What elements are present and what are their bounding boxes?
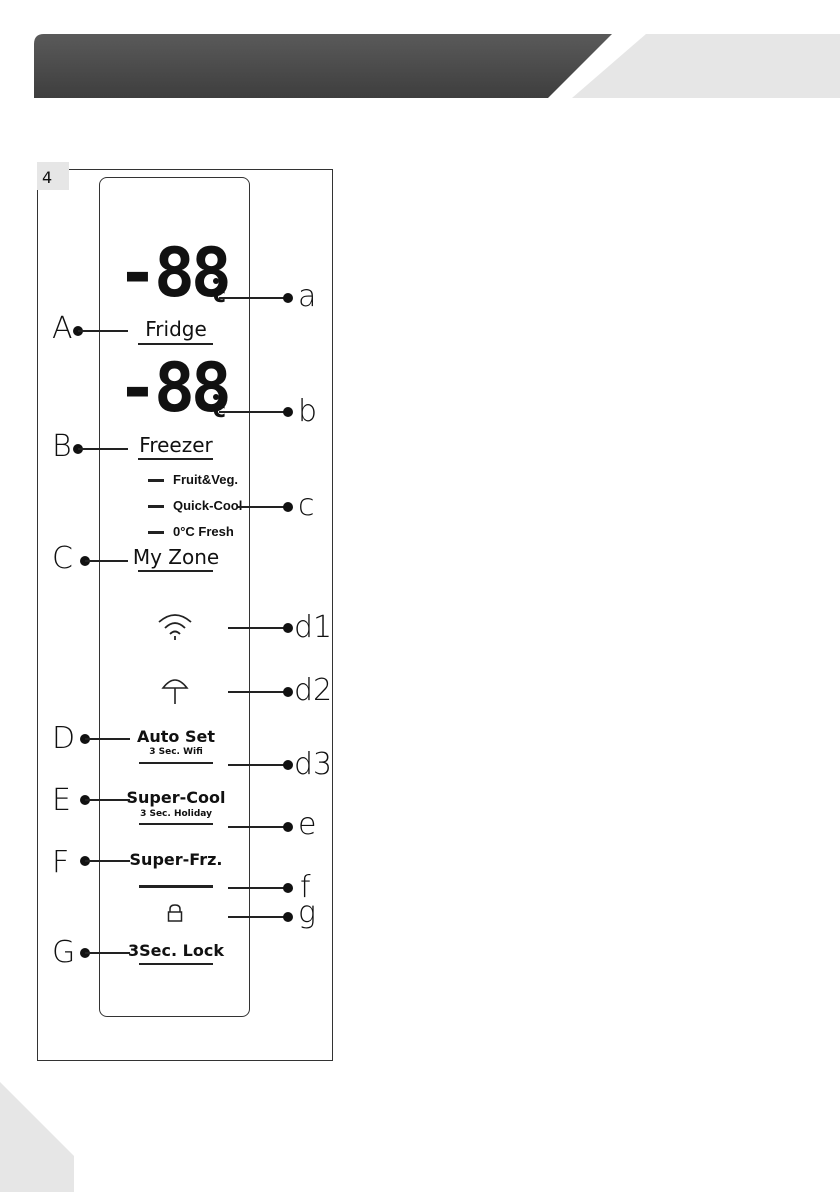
freezer-underline (138, 458, 213, 460)
header-band (0, 0, 840, 110)
callout-letter-e: e (298, 810, 316, 840)
callout-letter-g: g (298, 898, 316, 928)
auto-set-button[interactable]: Auto Set (137, 727, 215, 746)
callout-line (85, 799, 130, 801)
callout-letter-a: a (298, 282, 316, 312)
callout-dot (283, 687, 293, 697)
callout-line (238, 506, 285, 508)
zone-mode-indicator (148, 479, 164, 482)
fridge-temperature-display: -88 (117, 240, 228, 308)
callout-dot (283, 293, 293, 303)
callout-letter-E: E (52, 786, 71, 816)
callout-letter-A: A (52, 314, 73, 344)
callout-line (228, 916, 285, 918)
callout-line (228, 887, 285, 889)
callout-line (228, 826, 285, 828)
callout-dot (283, 502, 293, 512)
callout-dot-b-left (213, 394, 219, 400)
auto-set-underline (139, 762, 213, 764)
wifi-icon (156, 610, 194, 642)
my-zone-button[interactable]: My Zone (133, 545, 219, 569)
callout-line (85, 738, 130, 740)
zone-mode-indicator (148, 531, 164, 534)
freezer-temperature-display: -88 (117, 355, 228, 423)
lock-button[interactable]: 3Sec. Lock (128, 941, 224, 960)
zone-mode-label: Fruit&Veg. (173, 472, 238, 487)
callout-letter-G: G (52, 938, 75, 968)
callout-letter-D: D (52, 724, 75, 754)
my-zone-underline (138, 570, 213, 572)
umbrella-icon (160, 674, 190, 706)
callout-line (85, 952, 130, 954)
callout-letter-c: c (298, 491, 315, 521)
super-cool-button[interactable]: Super-Cool (127, 788, 226, 807)
callout-dot-a-left (213, 278, 219, 284)
fridge-button[interactable]: Fridge (145, 317, 207, 341)
super-cool-underline (139, 823, 213, 825)
zone-mode-indicator (148, 505, 164, 508)
callout-line (78, 448, 128, 450)
zone-mode-label: Quick-Cool (173, 498, 242, 513)
callout-letter-F: F (52, 848, 69, 878)
callout-letter-b: b (298, 397, 317, 427)
super-cool-sublabel: 3 Sec. Holiday (140, 809, 212, 819)
callout-dot (283, 407, 293, 417)
fridge-underline (138, 343, 213, 345)
callout-dot (283, 883, 293, 893)
zone-mode-label: 0°C Fresh (173, 524, 234, 539)
callout-line (219, 297, 285, 299)
callout-letter-d1: d1 (294, 613, 332, 643)
freezer-button[interactable]: Freezer (139, 433, 212, 457)
callout-dot (283, 760, 293, 770)
callout-line (85, 860, 130, 862)
callout-letter-B: B (52, 432, 72, 462)
lock-icon (166, 903, 184, 923)
fridge-unit: c (213, 283, 226, 308)
super-frz-button[interactable]: Super-Frz. (130, 850, 223, 869)
callout-dot (283, 623, 293, 633)
callout-dot (283, 822, 293, 832)
callout-letter-C: C (52, 544, 73, 574)
auto-set-sublabel: 3 Sec. Wifi (149, 747, 203, 757)
callout-line (85, 560, 128, 562)
figure-number: 4 (42, 168, 52, 187)
callout-line (228, 691, 285, 693)
callout-letter-d2: d2 (294, 676, 332, 706)
callout-letter-d3: d3 (294, 750, 332, 780)
super-frz-indicator (139, 885, 213, 888)
header-tab (572, 34, 840, 98)
callout-line (219, 411, 285, 413)
callout-dot (283, 912, 293, 922)
callout-line (228, 764, 285, 766)
lock-underline (139, 963, 213, 965)
page-corner-tab (0, 1082, 80, 1192)
callout-line (228, 627, 285, 629)
callout-line (78, 330, 128, 332)
